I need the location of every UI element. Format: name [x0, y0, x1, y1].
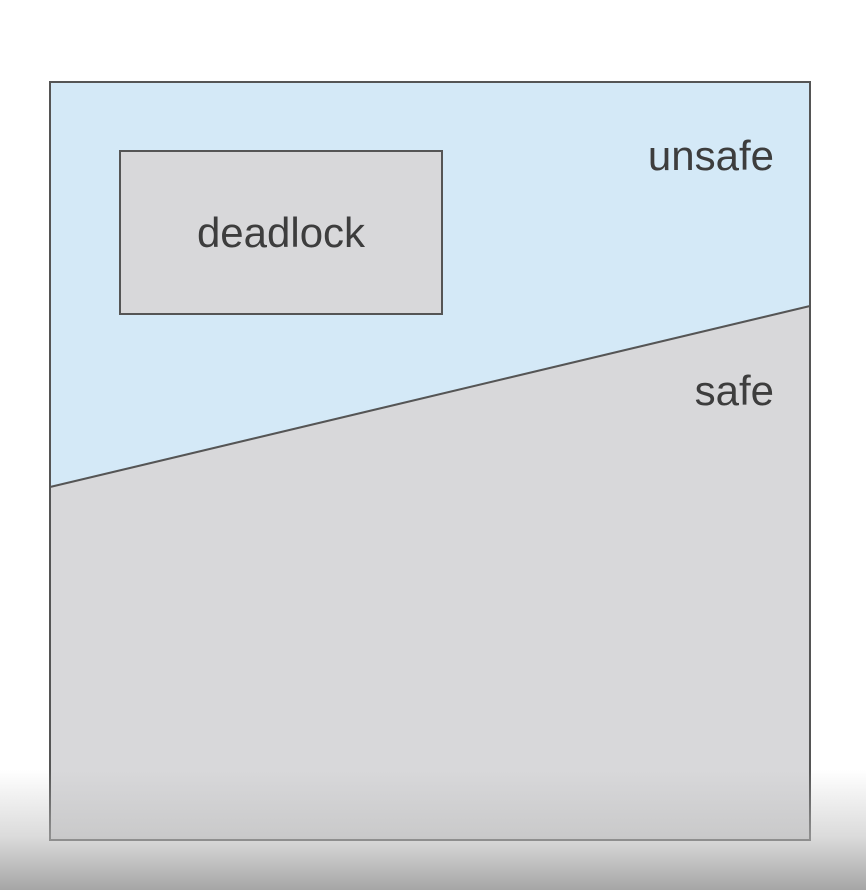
safe-unsafe-boundary	[49, 305, 811, 488]
deadlock-region	[119, 150, 443, 315]
deadlock-label: deadlock	[197, 209, 366, 256]
unsafe-label: unsafe	[648, 132, 774, 179]
safe-label: safe	[695, 367, 774, 414]
safe-region	[50, 306, 810, 840]
